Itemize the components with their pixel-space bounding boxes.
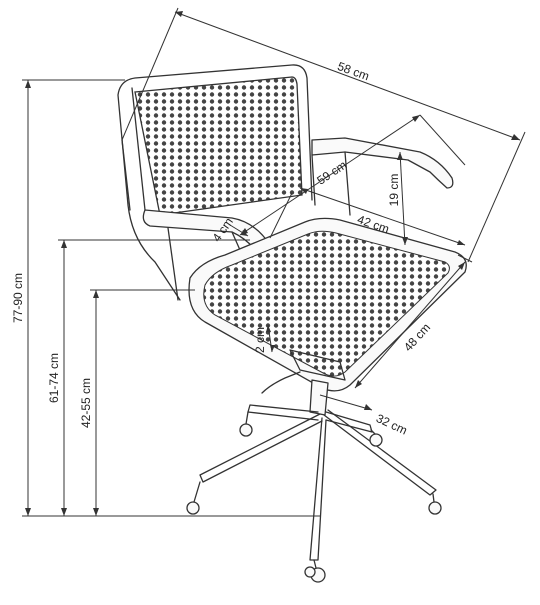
label-seat-height: 42-55 cm bbox=[79, 378, 93, 428]
chair-back-frame bbox=[117, 64, 313, 301]
label-total-depth: 59 cm bbox=[314, 158, 349, 188]
seat-cane bbox=[203, 230, 450, 377]
seat-mechanism bbox=[261, 349, 346, 394]
gas-lift bbox=[309, 379, 329, 416]
caster bbox=[304, 559, 326, 583]
chair-illustration bbox=[117, 64, 467, 583]
caster bbox=[369, 429, 383, 447]
caster bbox=[239, 411, 253, 437]
label-seat-thickness: 2 cm bbox=[253, 327, 267, 353]
chair-back-side bbox=[121, 87, 146, 211]
caster bbox=[186, 481, 201, 515]
label-base-radius: 32 cm bbox=[374, 411, 410, 438]
armrest-right bbox=[311, 137, 454, 189]
casters bbox=[186, 411, 442, 583]
label-overall-height: 77-90 cm bbox=[11, 273, 25, 323]
chair-back-cane bbox=[134, 76, 303, 216]
label-armrest-height: 61-74 cm bbox=[47, 353, 61, 403]
label-armrest-to-seat: 19 cm bbox=[387, 174, 401, 207]
label-total-width: 58 cm bbox=[336, 59, 372, 83]
caster bbox=[428, 493, 442, 515]
dimension-lines bbox=[22, 7, 526, 517]
